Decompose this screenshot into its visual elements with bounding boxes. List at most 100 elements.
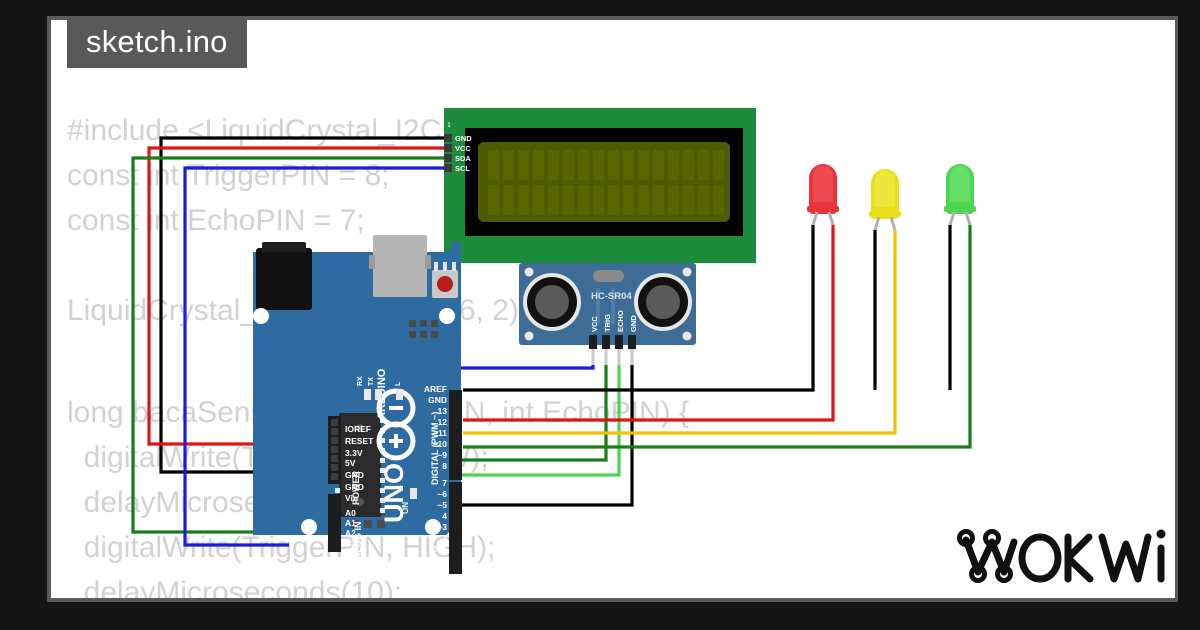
green-led-flange [944,206,976,212]
digital-pin-rx0: RX 0 [428,555,447,565]
wire-group-lcd [131,136,445,547]
mount-hole-tr [439,308,455,324]
red-led[interactable] [807,164,839,226]
power-on-led-label: ON [401,502,410,514]
power-pin-ioref: IOREF [345,424,371,434]
yellow-led[interactable] [869,169,901,231]
status-led-label-tx: TX [368,377,375,386]
sensor-pin-header [589,335,636,349]
sensor-hole-br [682,331,692,341]
reset-pin-3 [452,262,456,271]
wire-red-led-anode-to-d11[interactable] [463,225,835,422]
sketch-file-tab[interactable]: sketch.ino [67,16,247,68]
yellow-led-flange [869,211,901,217]
lcd-pin-number-label: 1 [447,122,451,129]
ultrasonic-sensor[interactable]: HC-SR04 VCC TRIG ECHO GND [519,263,696,365]
wire-lcd-vcc-to-arduino-5v[interactable] [147,146,445,446]
sensor-hole-tr [682,267,692,277]
digital-pin-2: 2 [442,533,447,543]
sensor-mesh-right [646,285,680,319]
wire-sensor-trig-to-arduino-d8[interactable] [449,365,608,462]
lcd-screen [478,142,730,222]
power-jack [256,248,312,310]
power-pin-labels: IOREF RESET 3.3V 5V GND GND Vin [345,424,374,503]
digital-pin-tx1: TX 1 [429,544,447,554]
digital-pin-8: 8 [442,461,447,471]
green-led-cathode-lead [948,211,956,226]
sensor-mesh-left [535,285,569,319]
lcd-pin-pads [444,134,452,172]
red-led-flange [807,206,839,212]
wire-lcd-sda-to-arduino-a4[interactable] [131,156,445,534]
yellow-led-cathode-lead [873,216,881,231]
green-led[interactable] [944,164,976,226]
wire-group-sensor [441,365,634,507]
chip-dot-bottom [356,498,364,506]
analog-header[interactable] [328,494,341,552]
digital-pin-3: ~3 [437,522,447,532]
digital-pin-labels-top: AREF GND 13 12 ~11 ~10 ~9 8 [424,384,447,471]
wire-yellow-led-anode-to-d10[interactable] [463,230,897,435]
usb-connector [373,235,427,297]
analog-pin-a5: A5 [345,558,356,568]
mount-hole-br [425,519,441,535]
analog-pin-a2: A2 [345,528,356,538]
power-header-label: POWER [351,470,361,505]
wire-green-led-anode-to-d9[interactable] [463,225,972,449]
wokwi-node-3 [983,529,1001,547]
digital-header-bottom[interactable] [449,482,462,574]
wire-lcd-scl-to-arduino-a5[interactable] [183,166,445,547]
sensor-pin-label-trig: TRIG [603,314,612,332]
analog-pin-a3: A3 [345,538,356,548]
wire-sensor-gnd-to-arduino-gnd[interactable] [443,365,634,507]
power-pin-3v3: 3.3V [345,448,363,458]
power-on-led [410,488,417,499]
lcd-module[interactable]: 1 GND VCC SDA SCL [444,108,756,263]
sensor-label: HC-SR04 [591,291,632,302]
reset-pin-1 [434,262,438,271]
reset-pin-2 [443,262,447,271]
wokwi-logo-svg [957,529,1166,583]
reset-button[interactable] [437,276,453,292]
sensor-pin-label-vcc: VCC [590,316,599,332]
power-header-pins [331,419,338,480]
digital-header-top[interactable] [449,390,462,480]
led-group[interactable] [807,164,976,231]
lcd-pin-label-scl: SCL [455,164,470,173]
lcd-pin-label-gnd: GND [455,134,472,143]
wire-sensor-echo-to-arduino-d7[interactable] [441,365,621,477]
digital-header-label: DIGITAL (PWM ~) [430,412,440,485]
arduino-model-label: UNO [379,463,409,523]
wire-lcd-gnd-to-arduino-gnd[interactable] [159,136,445,474]
red-led-anode-lead [827,211,835,226]
digital-pin-gnd: GND [428,395,447,405]
status-led-label-rx: RX [357,376,364,386]
power-pin-reset: RESET [345,436,374,446]
arduino-pcb [253,242,461,535]
status-led-rx [364,389,371,400]
wire-sensor-vcc-to-arduino-5v[interactable] [588,365,595,370]
analog-pin-a1: A1 [345,518,356,528]
wokwi-node-1 [957,529,975,547]
power-pin-5v: 5V [345,458,356,468]
digital-pin-13: 13 [438,406,448,416]
power-pin-vin: Vin [345,493,358,503]
power-jack-top [262,242,306,252]
power-pin-gnd2: GND [345,482,364,492]
digital-pin-6: ~6 [437,489,447,499]
mount-hole-bl [301,519,317,535]
digital-pin-4: 4 [442,511,447,521]
digital-pin-7: 7 [442,478,447,488]
wokwi-node-2 [969,565,987,583]
analog-header-label: ANALOG IN [353,522,363,573]
arduino-uno-board[interactable]: ARDUINO UNO RX TX L ON [253,235,462,574]
wokwi-logo-letters [1018,533,1165,583]
yellow-led-anode-lead [889,216,897,231]
sensor-pin-label-echo: ECHO [616,310,625,332]
sensor-hole-tl [524,267,534,277]
simulation-canvas[interactable]: #include <LiquidCrystal_I2C.h> const int… [51,20,1175,598]
wokwi-node-4 [995,565,1013,583]
icsp-header-top [409,320,438,338]
wire-red-led-cathode-to-gnd[interactable] [463,225,815,392]
circuit-diagram[interactable]: 1 GND VCC SDA SCL HC-SR04 [51,20,1175,598]
